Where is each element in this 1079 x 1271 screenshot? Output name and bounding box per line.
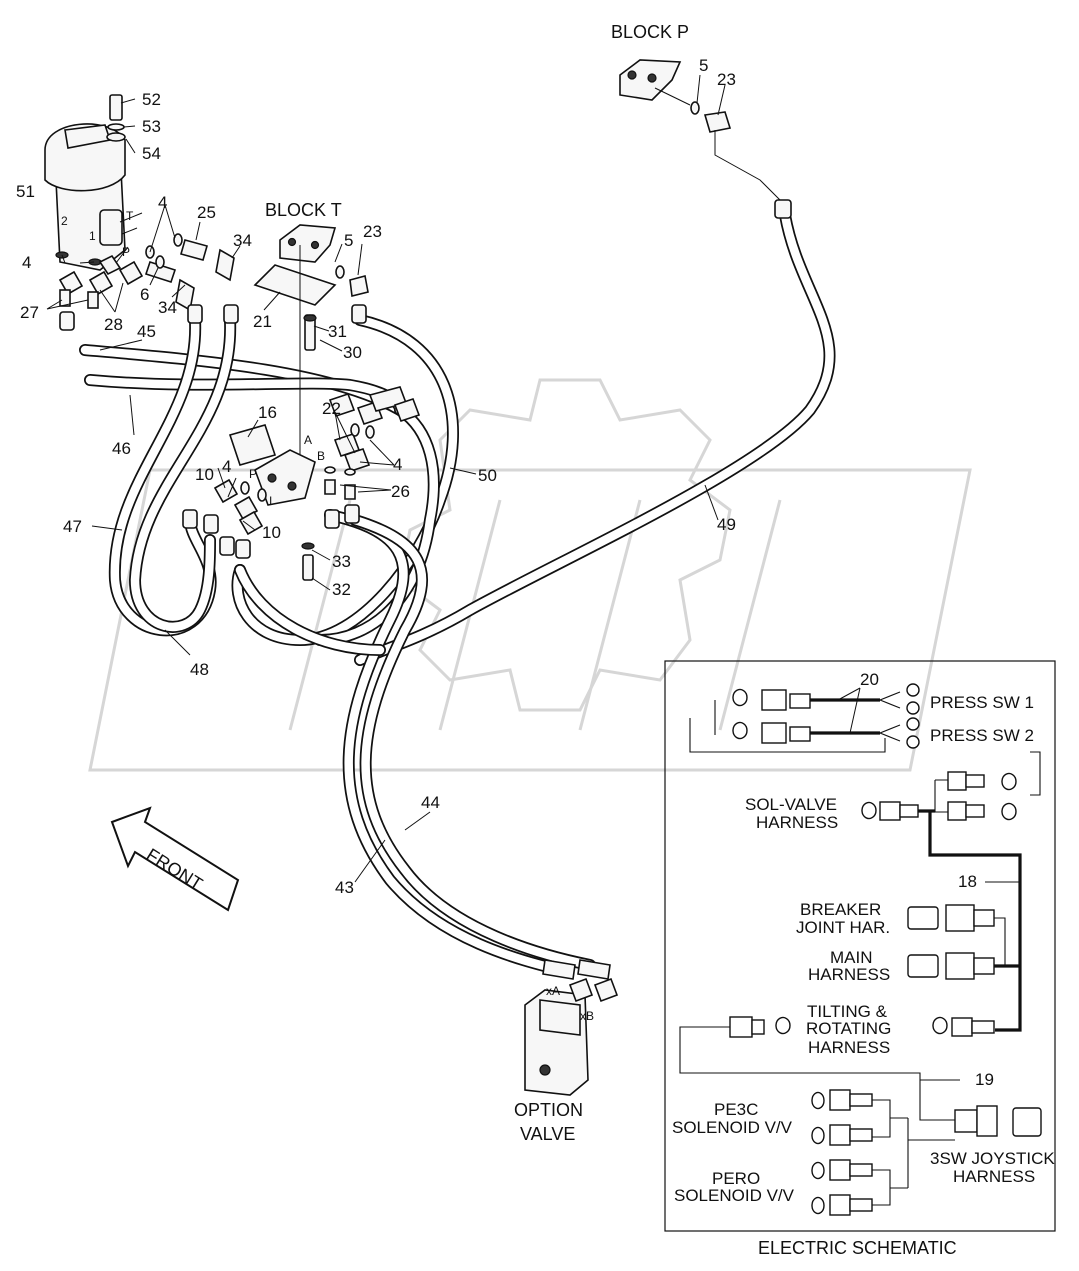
option-valve [524,959,619,1096]
part-number-5b: 5 [344,231,353,250]
sol-valve-label-2: HARNESS [756,813,838,832]
pressure-switch-manifold [182,386,421,581]
part-number-10b: 10 [262,523,281,542]
block-t-label: BLOCK T [265,200,342,220]
part-number-25: 25 [197,203,216,222]
part-number-45: 45 [137,322,156,341]
part-number-32: 32 [332,580,351,599]
pero-label-2: SOLENOID V/V [674,1186,795,1205]
part-number-5a: 5 [699,56,708,75]
part-number-51: 51 [16,182,35,201]
press-sw-1-label: PRESS SW 1 [930,693,1034,712]
part-number-28: 28 [104,315,123,334]
breaker-label-2: JOINT HAR. [796,918,890,937]
svg-text:xA: xA [546,984,560,998]
part-number-52: 52 [142,90,161,109]
press-sw-2-label: PRESS SW 2 [930,726,1034,745]
part-number-21: 21 [253,312,272,331]
part-number-4a: 4 [158,193,167,212]
part-number-18: 18 [958,872,977,891]
port-letters: 2 1 T P A B P I xA xB [61,209,594,1023]
joystick-fittings [58,233,367,331]
part-number-30: 30 [343,343,362,362]
svg-text:xB: xB [580,1009,594,1023]
svg-text:A: A [304,433,312,447]
option-valve-label-1: OPTION [514,1100,583,1120]
pe3c-label-1: PE3C [714,1100,758,1119]
part-number-50: 50 [478,466,497,485]
part-number-4d: 4 [393,455,402,474]
electric-schematic-title: ELECTRIC SCHEMATIC [758,1238,957,1258]
part-number-31: 31 [328,322,347,341]
part-number-26: 26 [391,482,410,501]
svg-text:B: B [317,449,325,463]
part-number-49: 49 [717,515,736,534]
part-number-16: 16 [258,403,277,422]
part-number-23b: 23 [363,222,382,241]
part-number-53: 53 [142,117,161,136]
front-direction-arrow [110,806,240,912]
part-number-48: 48 [190,660,209,679]
svg-text:1: 1 [89,229,96,243]
solenoid-connectors [811,1089,955,1216]
part-number-47: 47 [63,517,82,536]
main-harness-label-1: MAIN [830,948,873,967]
part-number-34b: 34 [158,298,177,317]
part-number-54: 54 [142,144,161,163]
breaker-label-1: BREAKER [800,900,881,919]
option-valve-label-2: VALVE [520,1124,575,1144]
part-number-22: 22 [322,399,341,418]
joystick-harness-label-2: HARNESS [953,1167,1035,1186]
pe3c-label-2: SOLENOID V/V [672,1118,793,1137]
block-p-label: BLOCK P [611,22,689,42]
main-harness-label-2: HARNESS [808,965,890,984]
leader-lines [46,74,726,883]
part-number-4c: 4 [222,457,231,476]
part-number-19: 19 [975,1070,994,1089]
svg-text:2: 2 [61,214,68,228]
part-number-34a: 34 [233,231,252,250]
part-number-4b: 4 [22,253,31,272]
part-number-43: 43 [335,878,354,897]
part-number-6: 6 [140,285,149,304]
svg-text:T: T [126,209,134,223]
electric-schematic-panel [664,660,1056,1232]
part-number-33: 33 [332,552,351,571]
sol-valve-label-1: SOL-VALVE [745,795,837,814]
svg-text:I: I [269,494,272,508]
part-number-27: 27 [20,303,39,322]
joystick-harness-label-1: 3SW JOYSTICK [930,1149,1055,1168]
block-p [619,59,792,219]
pero-label-1: PERO [712,1169,760,1188]
tilting-label-3: HARNESS [808,1038,890,1057]
block-t [253,224,369,480]
svg-text:P: P [249,467,257,481]
tilting-label-1: TILTING & [807,1002,888,1021]
part-number-10a: 10 [195,465,214,484]
part-number-23a: 23 [717,70,736,89]
svg-text:P: P [122,245,130,259]
tilting-label-2: ROTATING [806,1019,891,1038]
joystick-assembly [44,94,126,271]
part-number-44: 44 [421,793,440,812]
part-number-20: 20 [860,670,879,689]
part-number-46: 46 [112,439,131,458]
